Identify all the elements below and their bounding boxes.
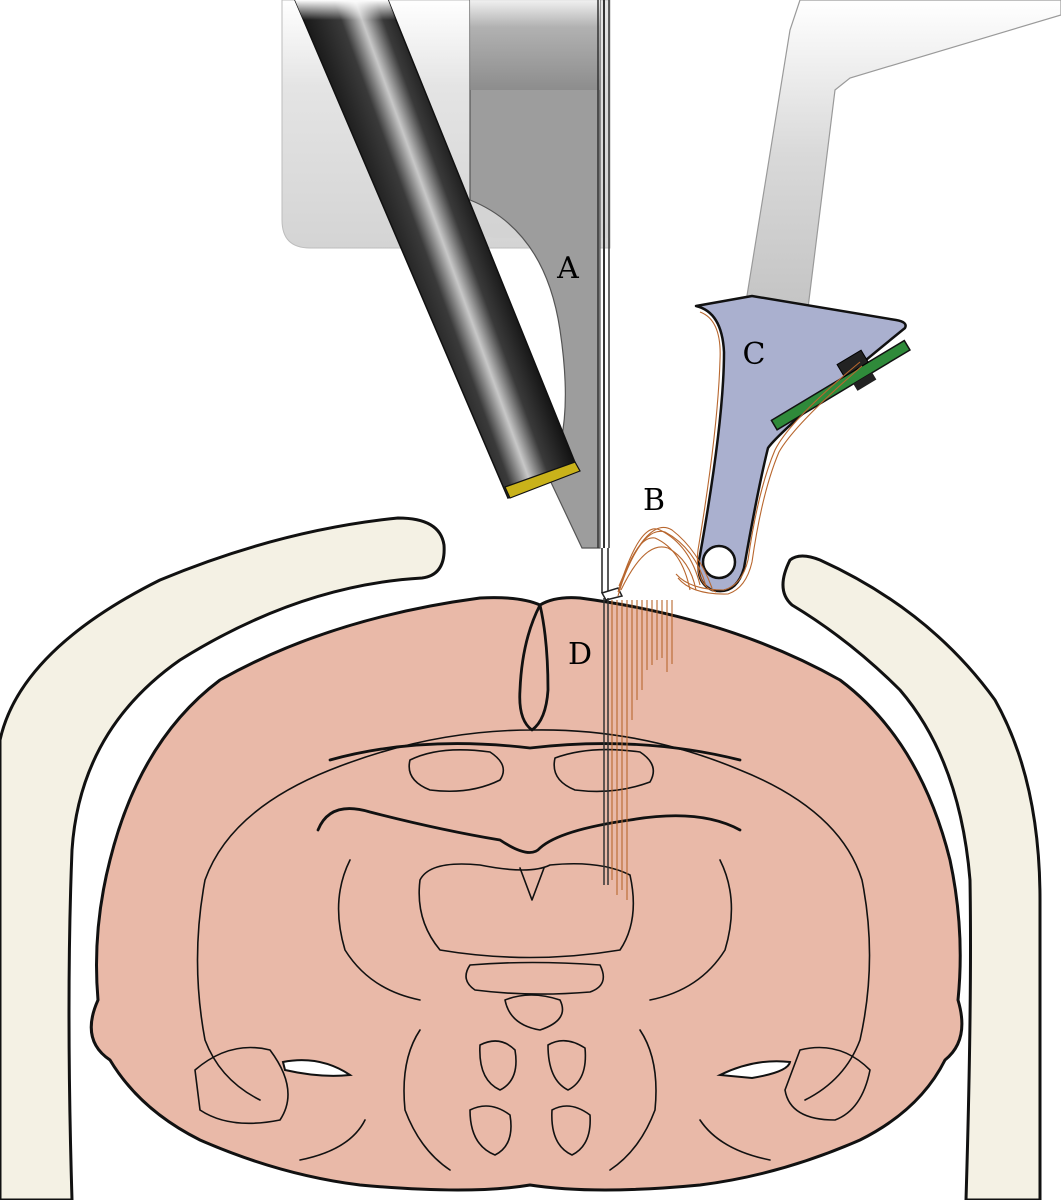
skull xyxy=(0,516,1042,1200)
connector-holder xyxy=(675,294,911,595)
objective-tip xyxy=(504,461,581,499)
label-d: D xyxy=(568,637,592,672)
label-a: A xyxy=(556,251,579,286)
skull-left xyxy=(0,516,446,1200)
label-b: B xyxy=(643,483,665,518)
electrode-shank xyxy=(600,548,624,601)
label-c: C xyxy=(743,337,766,372)
fiber-bundle xyxy=(611,526,713,900)
holder-arm xyxy=(744,0,1061,309)
brain-section xyxy=(89,596,964,1192)
objective-lens xyxy=(294,0,581,499)
skull-right xyxy=(781,554,1042,1200)
